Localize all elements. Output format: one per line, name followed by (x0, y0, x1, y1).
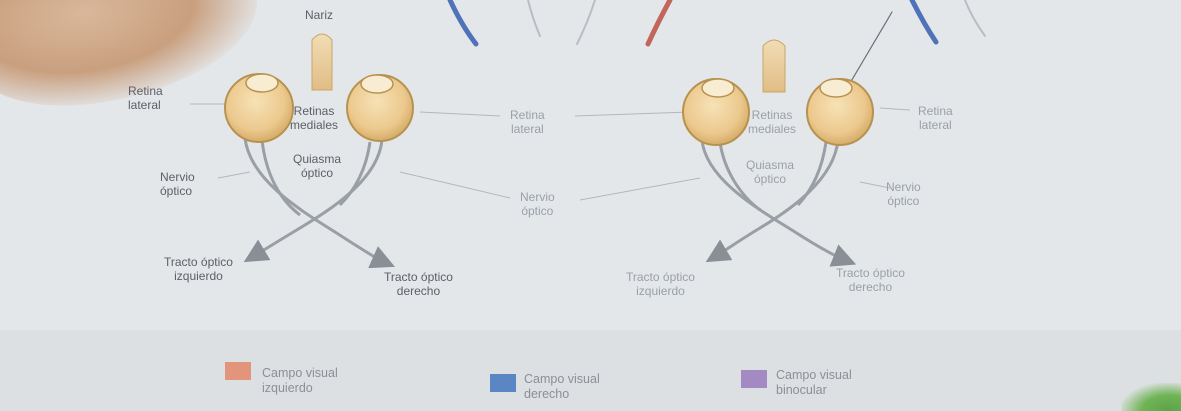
legend-swatch-left-field (225, 362, 251, 380)
right-nose-shape (763, 40, 785, 92)
left-nose-shape (312, 34, 332, 90)
right-eye-lens (361, 75, 393, 93)
right-fig-right-eye-lens (820, 79, 852, 97)
plant-corner (1121, 383, 1181, 411)
legend-label-binocular-field: Campo visual binocular (776, 368, 852, 398)
label-left-optic-tract-left: Tracto óptico izquierdo (164, 255, 233, 283)
label-optic-chiasm-left: Quiasma óptico (293, 152, 341, 180)
label-medial-retinas-right: Retinas mediales (748, 108, 796, 136)
label-optic-chiasm-right: Quiasma óptico (746, 158, 794, 186)
label-left-optic-tract-right: Tracto óptico izquierdo (626, 270, 695, 298)
label-medial-retinas-left: Retinas mediales (290, 104, 338, 132)
label-lateral-retina-center: Retina lateral (510, 108, 545, 136)
label-lateral-retina-right: Retina lateral (918, 104, 953, 132)
label-right-optic-tract-right: Tracto óptico derecho (836, 266, 905, 294)
label-right-optic-tract-left: Tracto óptico derecho (384, 270, 453, 298)
left-eye-lens (246, 74, 278, 92)
label-optic-nerve-right: Nervio óptico (886, 180, 921, 208)
legend-label-left-field: Campo visual izquierdo (262, 366, 338, 396)
label-nose-left: Nariz (305, 8, 333, 22)
label-optic-nerve-center: Nervio óptico (520, 190, 555, 218)
legend-swatch-binocular-field (741, 370, 767, 388)
label-lateral-retina-left: Retina lateral (128, 84, 163, 112)
label-optic-nerve-left: Nervio óptico (160, 170, 195, 198)
legend-label-right-field: Campo visual derecho (524, 372, 600, 402)
right-fig-left-eye-lens (702, 79, 734, 97)
legend-swatch-right-field (490, 374, 516, 392)
